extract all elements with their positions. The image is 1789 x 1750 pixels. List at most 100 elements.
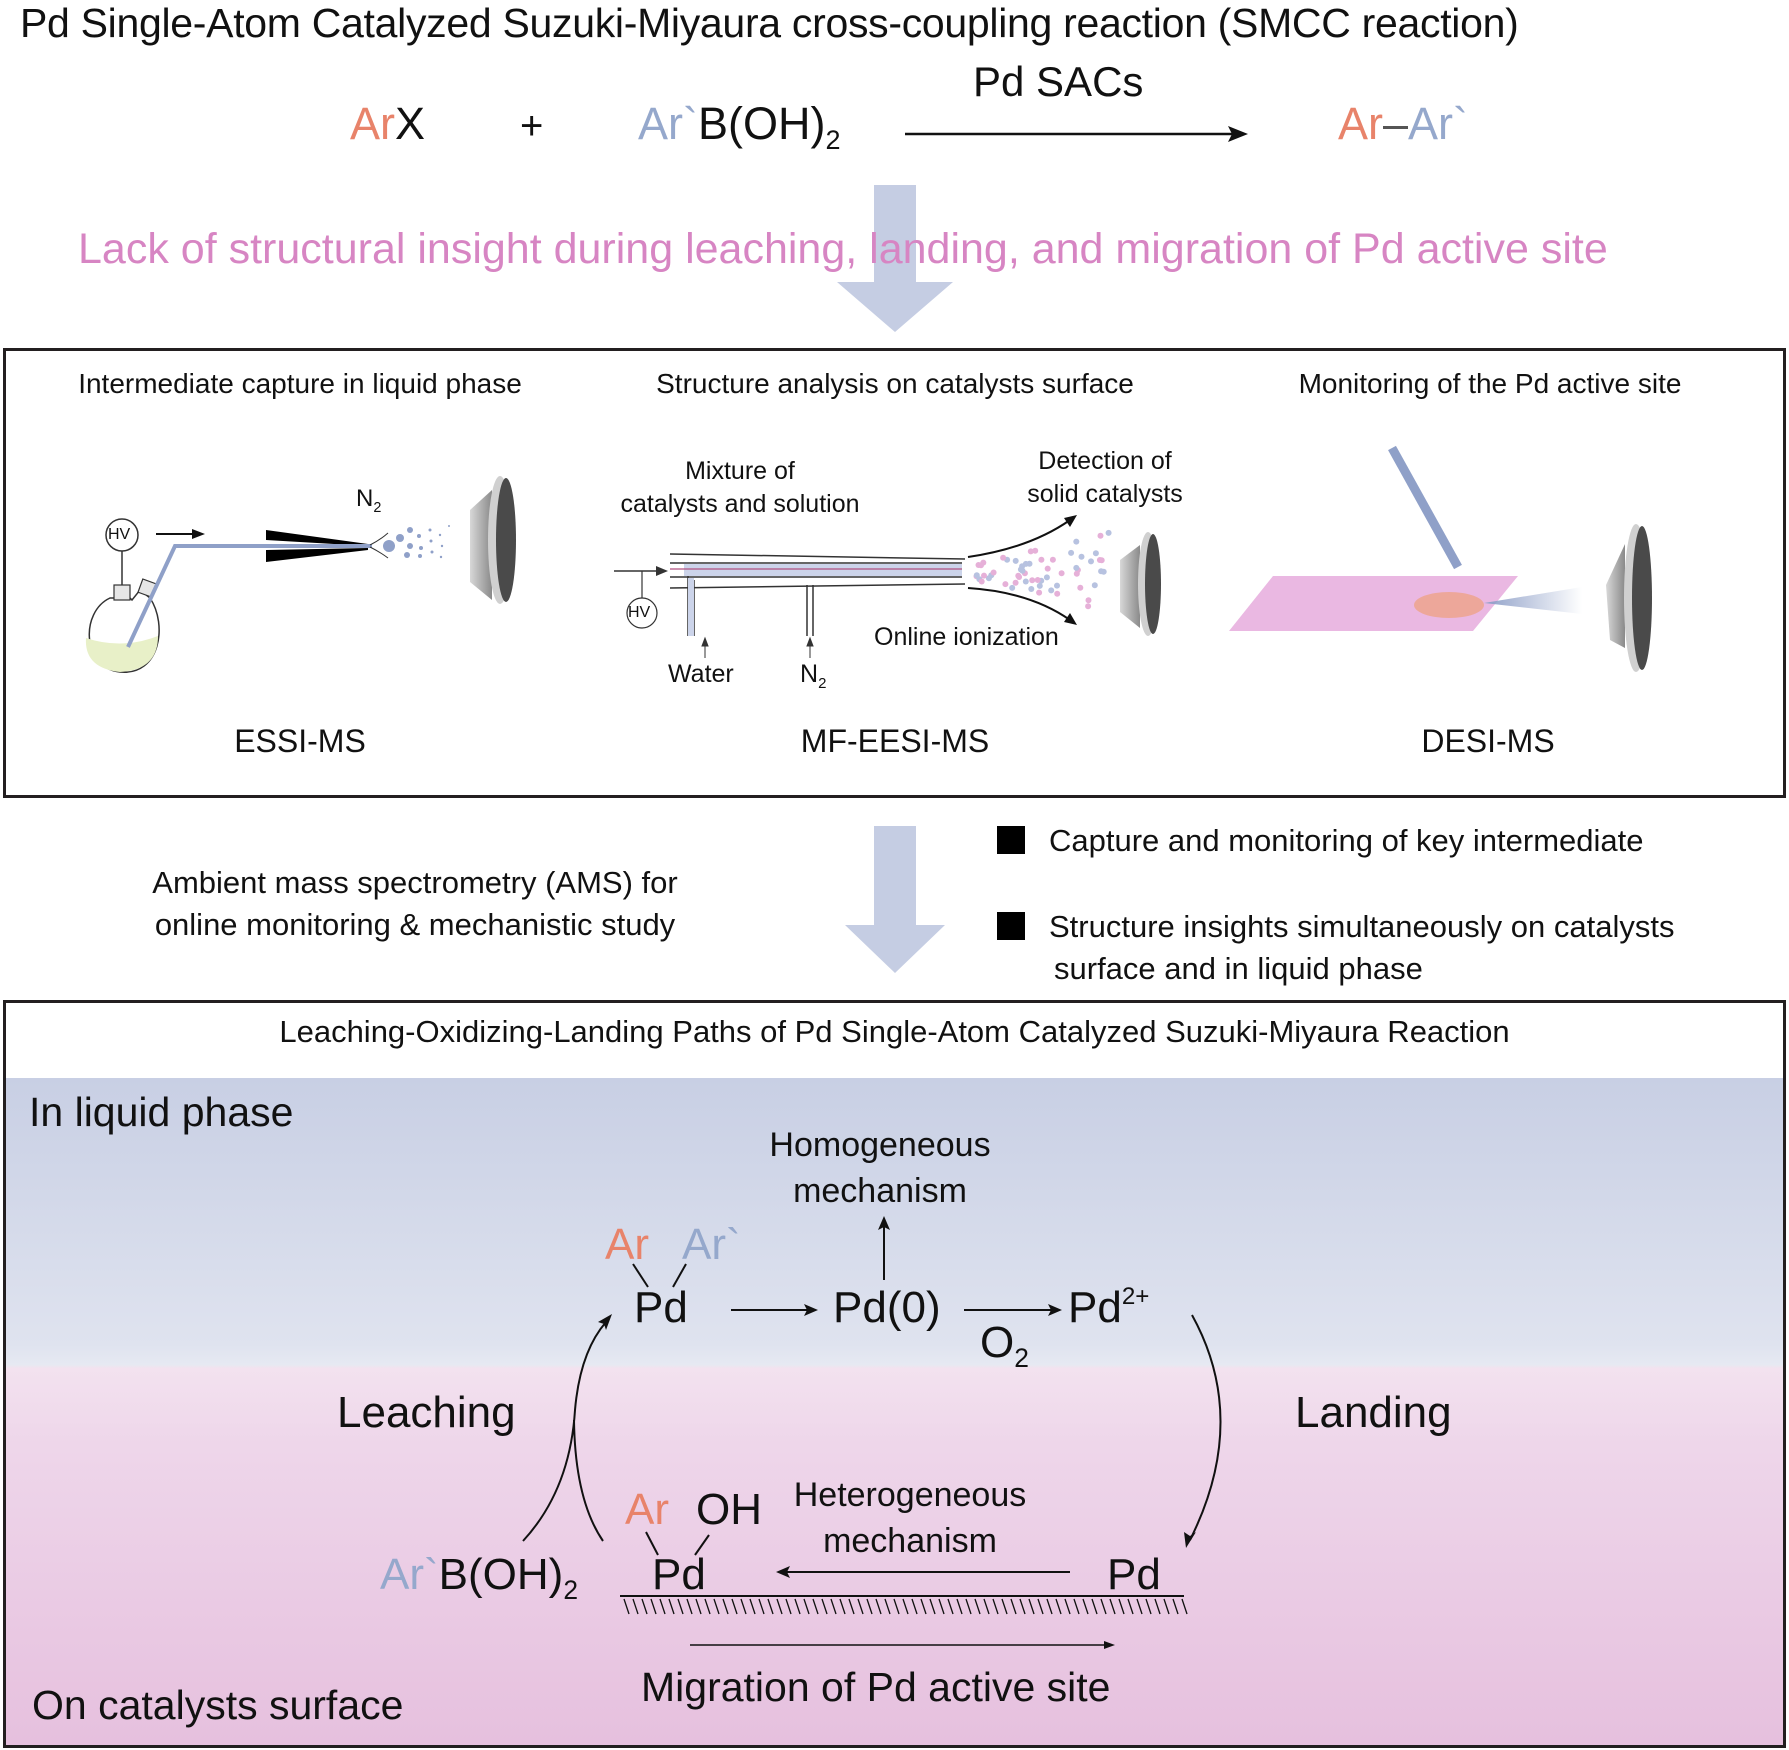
online-ionization-label: Online ionization [874, 623, 1059, 651]
hatch-line [866, 1598, 873, 1615]
inlet-arrows [701, 636, 814, 658]
droplet [1029, 577, 1036, 584]
hatch-line [686, 1598, 693, 1615]
homogeneous-label: Homogeneous mechanism [730, 1122, 1030, 1214]
mechanism-title: Leaching-Oxidizing-Landing Paths of Pd S… [279, 1014, 1510, 1049]
hatch-line [983, 1598, 990, 1615]
surface-pd-landed: Pd [1107, 1550, 1161, 1599]
ams-description: Ambient mass spectrometry (AMS) for onli… [90, 862, 740, 946]
sample-spot [1414, 592, 1484, 618]
droplet [1088, 558, 1094, 565]
droplet [1034, 577, 1041, 583]
catalyst-label: Pd SACs [973, 58, 1144, 105]
ar-prime-group: Ar` [638, 98, 698, 149]
spray-direction-arrows [967, 515, 1077, 625]
hv-source-icon [614, 566, 668, 629]
hatch-line [767, 1598, 774, 1615]
spray-capillary [1388, 445, 1462, 570]
hatch-line [1019, 1598, 1026, 1615]
mass-spectrometer-icon [1120, 532, 1161, 636]
subscript: 2 [373, 499, 382, 516]
droplet [1036, 582, 1043, 589]
hatch-line [1028, 1598, 1035, 1615]
mass-spectrometer-icon [470, 476, 516, 604]
mixture-label: Mixture of catalysts and solution [590, 455, 890, 521]
droplet [1073, 564, 1080, 571]
hatch-line [992, 1598, 999, 1615]
hatch-line [776, 1598, 783, 1615]
detection-label: Detection of solid catalysts [1005, 445, 1205, 511]
pd-two-plus: Pd2+ [1068, 1283, 1149, 1333]
droplet [978, 578, 985, 585]
method-heading-desi: Monitoring of the Pd active site [1298, 368, 1682, 399]
reactant-boronic-acid: Ar`B(OH)2 [638, 98, 841, 154]
detection-line-2: solid catalysts [1027, 480, 1183, 508]
gas-label-n2: N2 [356, 485, 382, 516]
hatch-line [929, 1598, 936, 1615]
hatch-line [695, 1598, 702, 1615]
oxygen-symbol: O [980, 1318, 1015, 1367]
surface-ar: Ar [625, 1485, 669, 1534]
complex-ar: Ar [605, 1220, 649, 1269]
landing-curve [1189, 1314, 1222, 1541]
mass-spectrometer-icon [1606, 524, 1652, 672]
hatch-line [758, 1598, 765, 1615]
hatch-line [839, 1598, 846, 1615]
methods-panel [3, 348, 1786, 798]
hatch-line [821, 1598, 828, 1615]
hatch-line [1154, 1598, 1161, 1615]
droplet [1091, 582, 1098, 589]
droplet [1105, 529, 1112, 536]
hatch-line [947, 1598, 954, 1615]
hv-label: HV [628, 604, 651, 621]
desi-setup [1229, 445, 1652, 672]
droplet [1049, 556, 1056, 563]
hatch-line [722, 1598, 729, 1615]
droplet [1017, 566, 1024, 573]
hatch-line [1046, 1598, 1053, 1615]
ar-prime-group: Ar` [380, 1550, 439, 1599]
pd-complex: Pd [634, 1283, 688, 1332]
homogeneous-line-2: mechanism [793, 1172, 967, 1210]
leaching-curve-1 [522, 1321, 607, 1542]
hv-label: HV [108, 526, 131, 543]
bullet-item: Capture and monitoring of key intermedia… [997, 823, 1644, 859]
droplet [1085, 603, 1092, 610]
ams-line-2: online monitoring & mechanistic study [154, 907, 676, 942]
hatch-line [875, 1598, 882, 1615]
gas-symbol: N [800, 660, 819, 688]
boronic-group: B(OH) [698, 98, 826, 149]
figure-title: Pd Single-Atom Catalyzed Suzuki-Miyaura … [20, 0, 1519, 46]
heterogeneous-label: Heterogeneous mechanism [760, 1472, 1060, 1564]
technique-desi-ms: DESI-MS [1421, 723, 1555, 759]
bullet-square-icon [997, 911, 1025, 940]
droplet [1058, 570, 1065, 577]
droplet [1085, 597, 1092, 604]
droplet [1022, 578, 1029, 585]
mechanism-panel [3, 1000, 1786, 1748]
hatch-line [713, 1598, 720, 1615]
hatch-line [785, 1598, 792, 1615]
sprayer-nozzle-icon [266, 530, 389, 562]
hatch-line [749, 1598, 756, 1615]
pd-zero: Pd(0) [833, 1283, 941, 1332]
subscript: 2 [825, 125, 841, 155]
ar-prime-group: Ar` [1408, 98, 1469, 149]
hatch-line [974, 1598, 981, 1615]
subscript: 2 [818, 675, 827, 692]
droplet [1038, 556, 1045, 563]
droplet [1000, 554, 1007, 561]
landing-label: Landing [1295, 1388, 1452, 1437]
detection-line-1: Detection of [1038, 447, 1172, 475]
droplet [1012, 579, 1019, 586]
hatch-line [965, 1598, 972, 1615]
droplet [1092, 550, 1099, 557]
droplet [1096, 557, 1103, 563]
subscript: 2 [563, 1574, 578, 1605]
hatch-line [1082, 1598, 1089, 1615]
hatch-line [731, 1598, 738, 1615]
flow-arrow-icon [156, 529, 205, 539]
leaching-label: Leaching [337, 1388, 516, 1437]
droplet [1078, 553, 1085, 560]
hatch-line [920, 1598, 927, 1615]
